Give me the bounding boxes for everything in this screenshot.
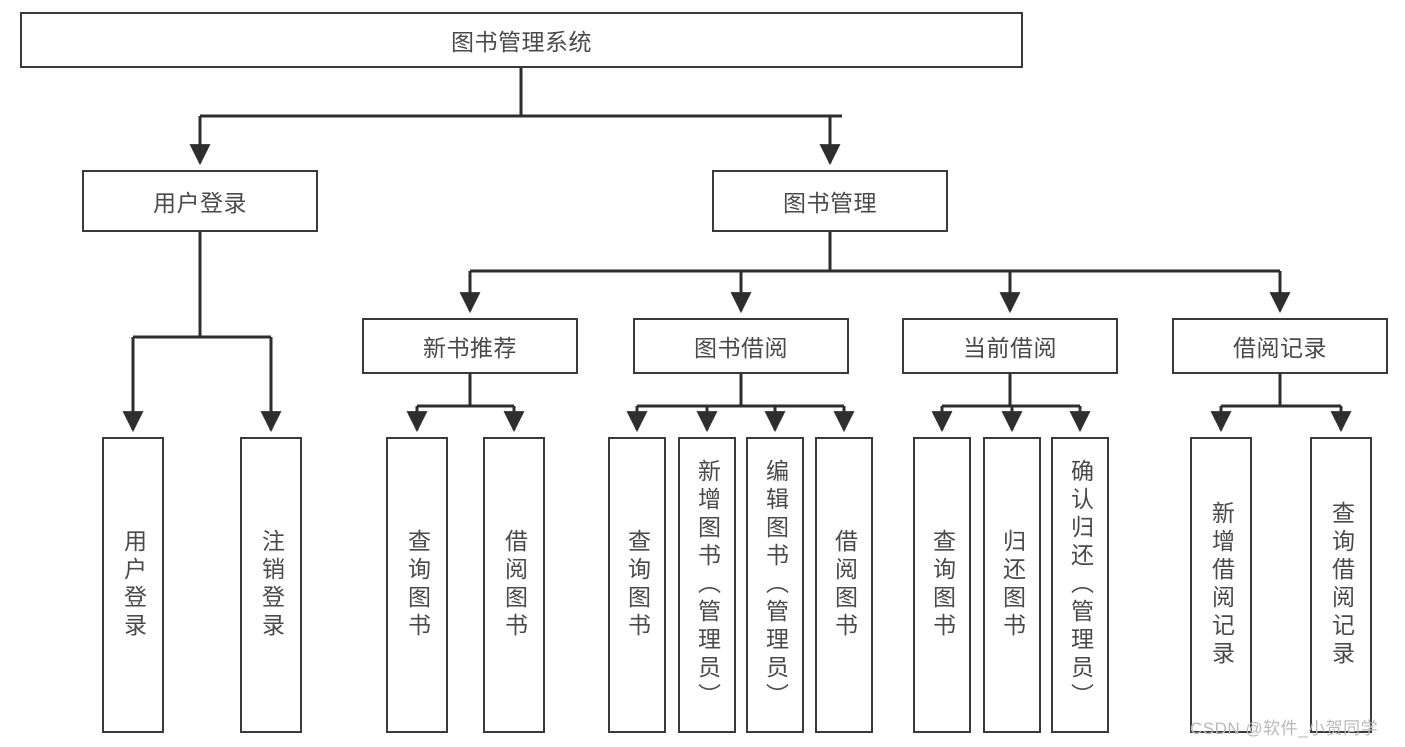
- node-leaf-query-book-2[interactable]: 查询图书: [608, 437, 666, 733]
- node-current-borrow-label: 当前借阅: [963, 335, 1057, 361]
- node-leaf-add-record-label: 新增借阅记录: [1208, 501, 1235, 669]
- node-leaf-logout[interactable]: 注销登录: [240, 437, 302, 733]
- node-leaf-add-record[interactable]: 新增借阅记录: [1190, 437, 1252, 733]
- node-leaf-add-book-label: 新增图书（管理员）: [694, 459, 721, 711]
- node-leaf-confirm-return-label: 确认归还（管理员）: [1067, 459, 1094, 711]
- node-leaf-borrow-book-2[interactable]: 借阅图书: [815, 437, 873, 733]
- node-user-login[interactable]: 用户登录: [82, 170, 318, 232]
- node-book-borrow[interactable]: 图书借阅: [633, 318, 849, 374]
- node-user-login-label: 用户登录: [153, 190, 247, 216]
- node-root[interactable]: 图书管理系统: [20, 12, 1023, 68]
- node-leaf-borrow-book-2-label: 借阅图书: [831, 529, 858, 641]
- node-leaf-user-login-label: 用户登录: [120, 529, 147, 641]
- node-new-book-recommend-label: 新书推荐: [423, 335, 517, 361]
- node-borrow-record-label: 借阅记录: [1233, 335, 1327, 361]
- node-book-manage[interactable]: 图书管理: [712, 170, 948, 232]
- node-new-book-recommend[interactable]: 新书推荐: [362, 318, 578, 374]
- node-leaf-add-book[interactable]: 新增图书（管理员）: [678, 437, 736, 733]
- node-book-borrow-label: 图书借阅: [694, 335, 788, 361]
- node-leaf-query-record[interactable]: 查询借阅记录: [1310, 437, 1372, 733]
- node-leaf-borrow-book-1[interactable]: 借阅图书: [483, 437, 545, 733]
- node-leaf-query-book-2-label: 查询图书: [624, 529, 651, 641]
- node-leaf-return-book[interactable]: 归还图书: [983, 437, 1041, 733]
- node-leaf-user-login[interactable]: 用户登录: [102, 437, 164, 733]
- node-leaf-query-book-3[interactable]: 查询图书: [913, 437, 971, 733]
- node-leaf-edit-book[interactable]: 编辑图书（管理员）: [746, 437, 804, 733]
- node-root-label: 图书管理系统: [451, 29, 592, 55]
- node-leaf-borrow-book-1-label: 借阅图书: [501, 529, 528, 641]
- node-current-borrow[interactable]: 当前借阅: [902, 318, 1118, 374]
- node-leaf-query-book-3-label: 查询图书: [929, 529, 956, 641]
- node-leaf-query-record-label: 查询借阅记录: [1328, 501, 1355, 669]
- node-leaf-logout-label: 注销登录: [258, 529, 285, 641]
- node-leaf-query-book-1[interactable]: 查询图书: [386, 437, 448, 733]
- watermark: CSDN @软件_小贺同学: [1190, 719, 1379, 738]
- node-leaf-edit-book-label: 编辑图书（管理员）: [762, 459, 789, 711]
- node-leaf-return-book-label: 归还图书: [999, 529, 1026, 641]
- node-leaf-confirm-return[interactable]: 确认归还（管理员）: [1051, 437, 1109, 733]
- node-borrow-record[interactable]: 借阅记录: [1172, 318, 1388, 374]
- node-leaf-query-book-1-label: 查询图书: [404, 529, 431, 641]
- node-book-manage-label: 图书管理: [783, 190, 877, 216]
